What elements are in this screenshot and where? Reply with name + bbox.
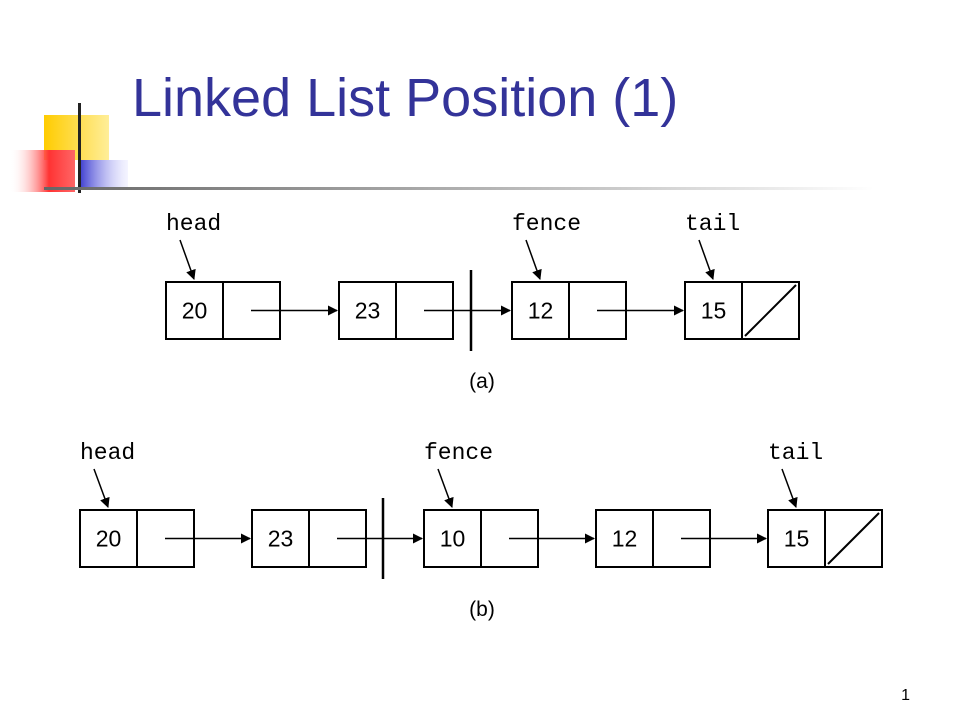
diagram-a-pointer-arrow-tail: [698, 239, 715, 280]
diagram-a-null-pointer-slash: [744, 284, 797, 337]
diagram-a-pointer-label-tail: tail: [685, 211, 740, 237]
page-number: 1: [901, 687, 910, 704]
diagram-b-node-value: 12: [612, 526, 638, 552]
diagram-a-caption: (a): [469, 370, 495, 393]
diagram-b-pointer-label-head: head: [80, 440, 135, 466]
diagram-a-node-value: 12: [528, 298, 554, 324]
diagram-a-pointer-label-fence: fence: [512, 211, 581, 237]
diagram-b-node-value: 20: [96, 526, 122, 552]
diagram-a-node-value: 23: [355, 298, 381, 324]
diagram-b-caption: (b): [469, 598, 495, 621]
slide-title: Linked List Position (1): [132, 68, 679, 128]
deco-red-square: [10, 150, 75, 192]
diagram-a-pointer-label-head: head: [166, 211, 221, 237]
diagram-a-node-value: 15: [701, 298, 727, 324]
diagram-b-null-pointer-slash: [827, 512, 880, 565]
diagram-a-node-value: 20: [182, 298, 208, 324]
diagram-b-pointer-label-fence: fence: [424, 440, 493, 466]
diagram-b-pointer-label-tail: tail: [768, 440, 823, 466]
title-decoration: [10, 103, 874, 193]
deco-blue-square: [78, 160, 128, 190]
diagram-a-pointer-arrow-fence: [525, 239, 542, 280]
deco-vertical-line: [78, 103, 81, 193]
diagram-b-pointer-arrow-tail: [781, 468, 798, 508]
title-underline: [44, 187, 874, 190]
diagram-b-node-value: 15: [784, 526, 810, 552]
diagram-b-node-value: 23: [268, 526, 294, 552]
diagram-a-pointer-arrow-head: [179, 239, 196, 280]
diagram-b-pointer-arrow-head: [93, 468, 110, 508]
diagram-b-pointer-arrow-fence: [437, 468, 454, 508]
diagram-b-node-value: 10: [440, 526, 466, 552]
